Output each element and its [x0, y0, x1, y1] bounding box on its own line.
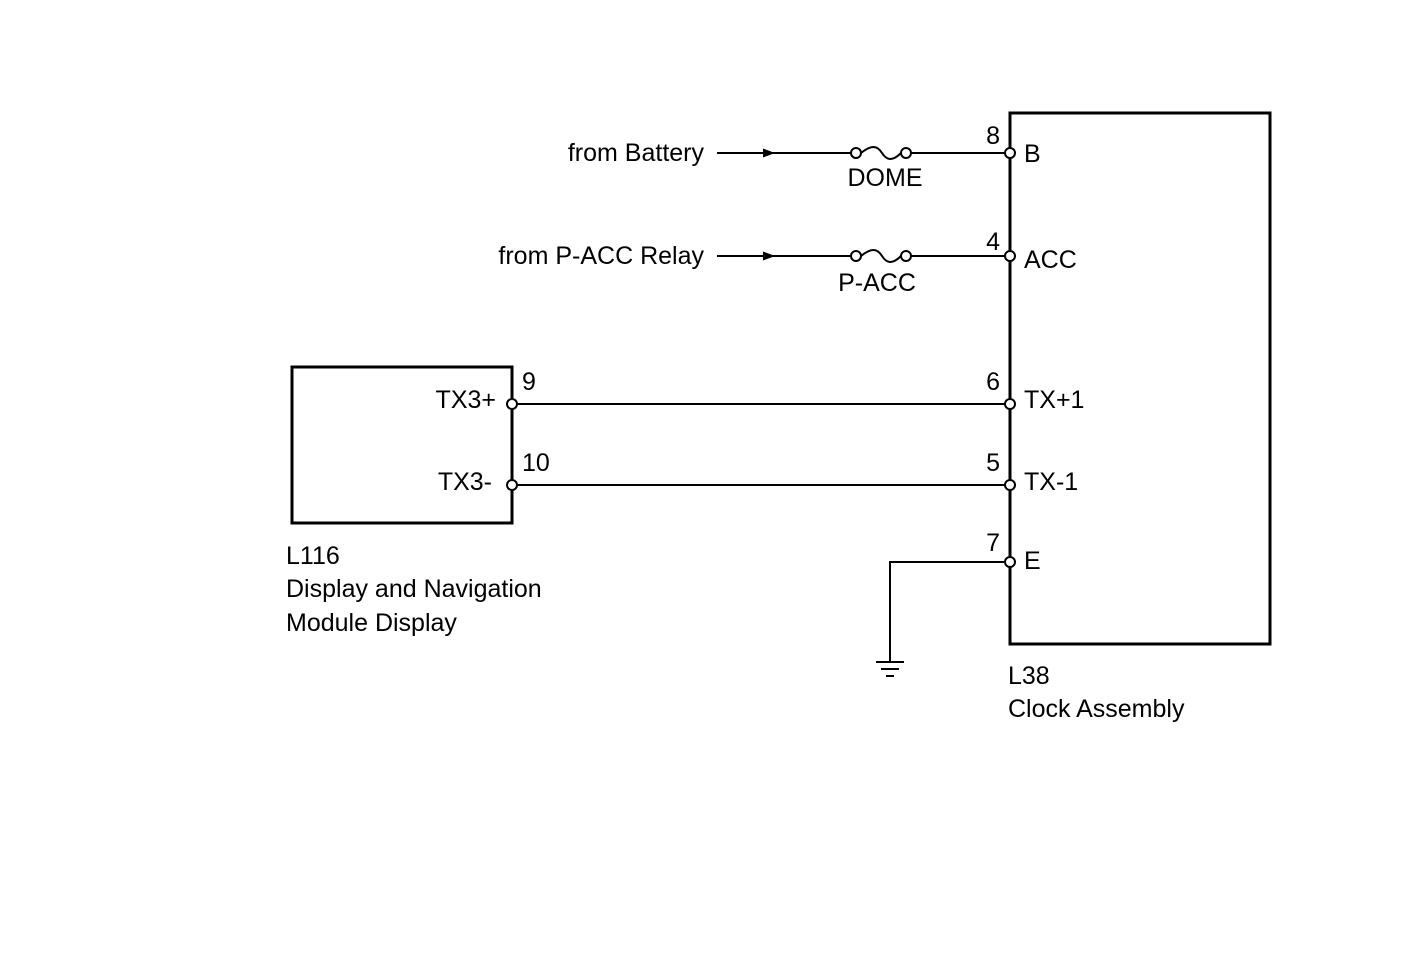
pin-6-terminal: [1004, 398, 1016, 410]
pacc-fuse-symbol: [860, 249, 902, 263]
display-module-code: L116: [286, 542, 340, 570]
battery-source-label: from Battery: [568, 139, 705, 167]
pin-7-terminal: [1004, 556, 1016, 568]
clock-assembly-box: [1008, 111, 1272, 646]
pin-tx3-plus-label: TX3+: [436, 386, 496, 414]
pin-5-terminal: [1004, 479, 1016, 491]
pin-tx-minus-1-label: TX-1: [1024, 468, 1078, 496]
display-module-name-line2: Module Display: [286, 609, 457, 637]
dome-fuse-symbol: [860, 146, 902, 160]
pin-10-number: 10: [522, 449, 550, 477]
pacc-fuse-terminal-b: [900, 250, 912, 262]
pin-4-terminal: [1004, 250, 1016, 262]
clock-assembly-name: Clock Assembly: [1008, 695, 1185, 723]
pin-tx-plus-1-label: TX+1: [1024, 386, 1084, 414]
pin-e-label: E: [1024, 547, 1041, 575]
pacc-arrow-icon: [763, 251, 775, 261]
display-module-box: [290, 365, 514, 525]
pin-5-number: 5: [986, 449, 1000, 477]
pin-tx3-minus-label: TX3-: [438, 468, 492, 496]
pacc-fuse-label: P-ACC: [838, 269, 916, 297]
dome-fuse-terminal-b: [900, 147, 912, 159]
pin-4-number: 4: [986, 228, 1000, 256]
pin-10-terminal: [506, 479, 518, 491]
pin-9-terminal: [506, 398, 518, 410]
pin-8-terminal: [1004, 147, 1016, 159]
ground-wire: [889, 561, 1005, 662]
battery-arrow-icon: [763, 148, 775, 158]
dome-fuse-label: DOME: [848, 164, 923, 192]
pin-8-number: 8: [986, 122, 1000, 150]
pin-7-number: 7: [986, 529, 1000, 557]
pin-6-number: 6: [986, 368, 1000, 396]
pin-9-number: 9: [522, 368, 536, 396]
pin-acc-label: ACC: [1024, 246, 1077, 274]
display-module-name-line1: Display and Navigation: [286, 575, 542, 603]
dome-fuse-terminal-a: [850, 147, 862, 159]
pin-b-label: B: [1024, 140, 1041, 168]
clock-assembly-code: L38: [1008, 662, 1050, 690]
pacc-relay-source-label: from P-ACC Relay: [498, 242, 704, 270]
pacc-fuse-terminal-a: [850, 250, 862, 262]
